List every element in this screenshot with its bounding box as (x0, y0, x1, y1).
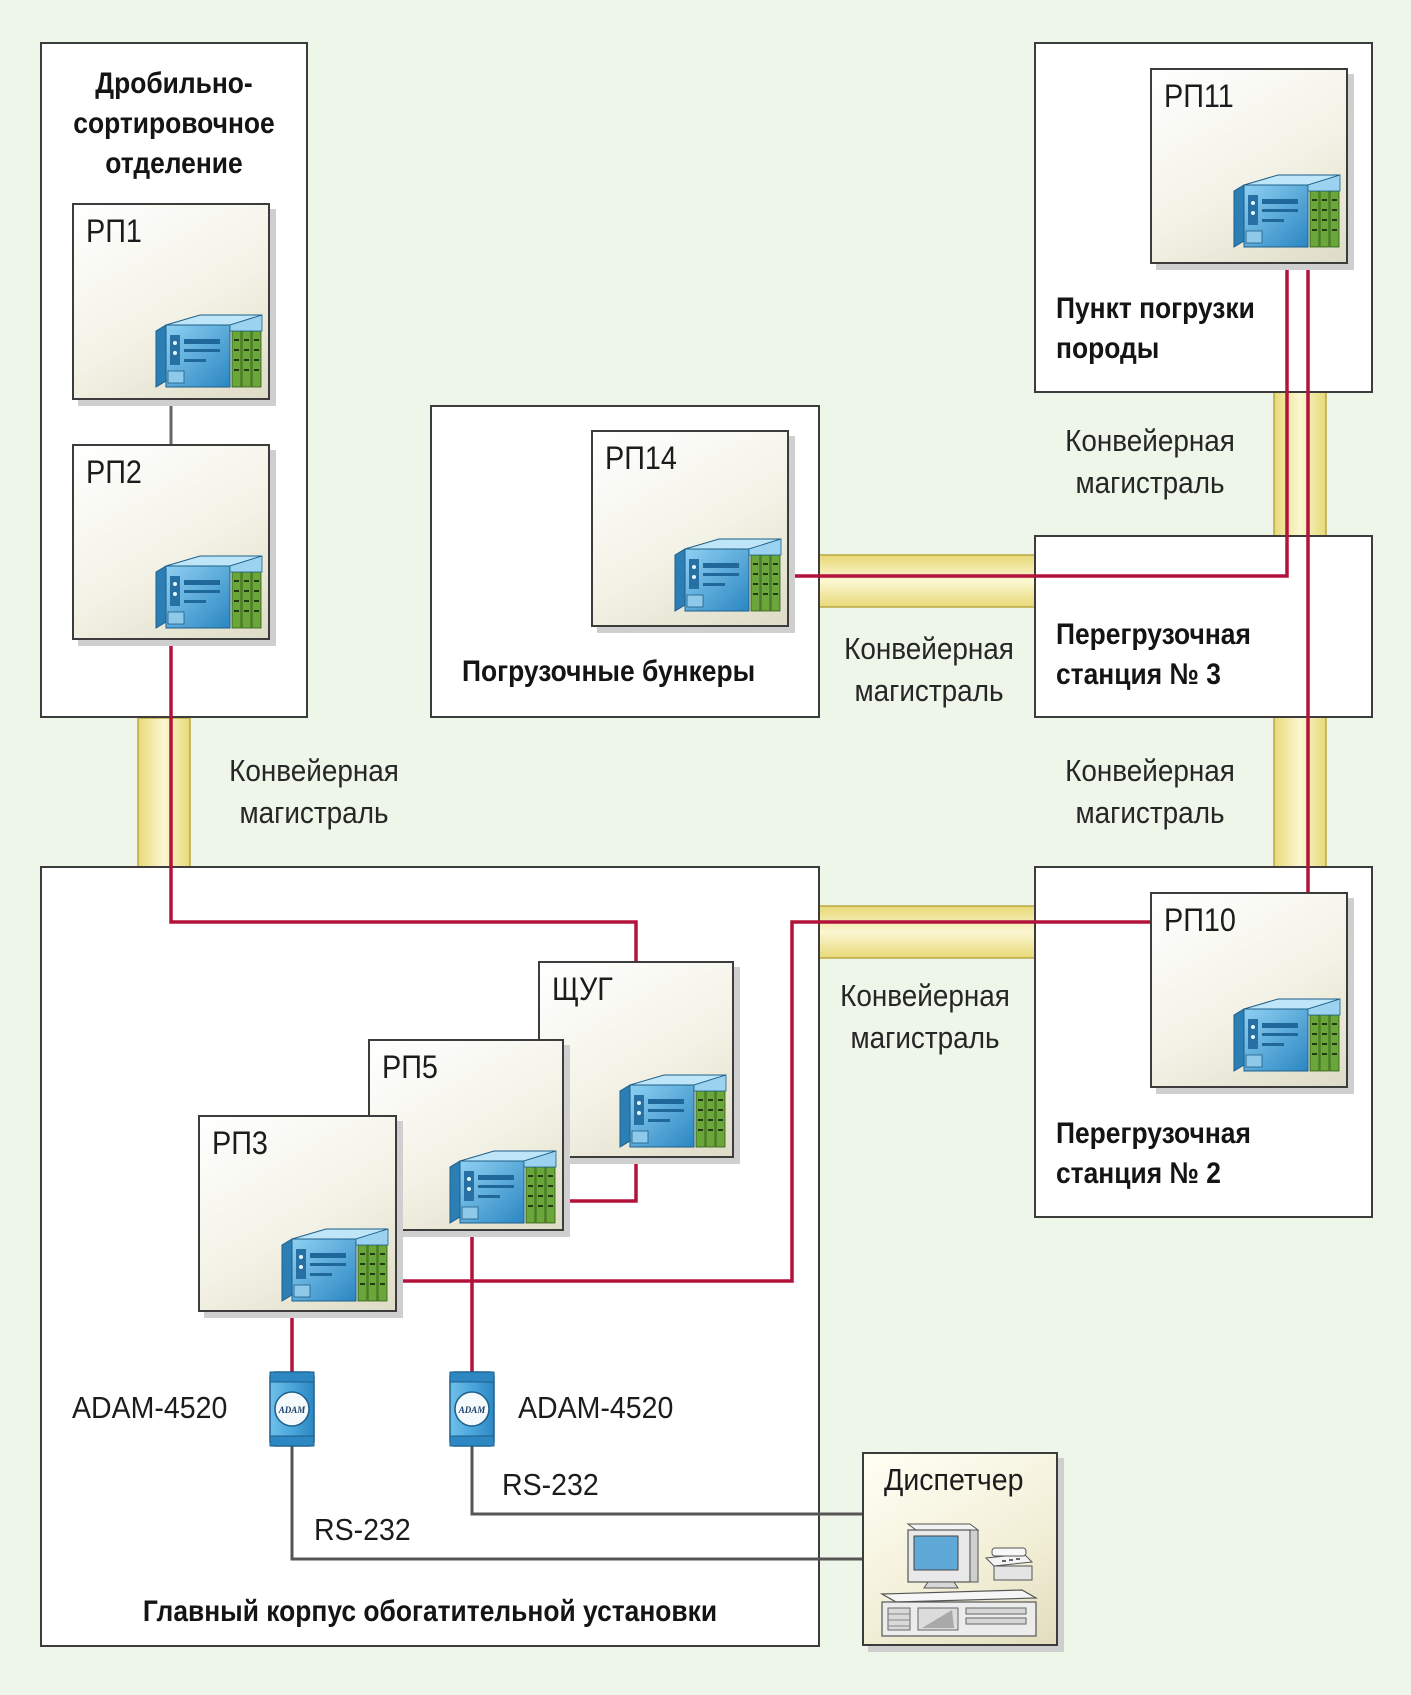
node-rp5-label: РП5 (382, 1049, 438, 1085)
node-rp2-label: РП2 (86, 454, 142, 490)
phone-icon (984, 1547, 1034, 1581)
node-shchug: ЩУГ (538, 961, 734, 1158)
rs232-left-line (290, 1446, 862, 1561)
node-rp14: РП14 (591, 430, 789, 627)
node-rp3-label: РП3 (212, 1125, 268, 1161)
zone-station-3: Перегрузочная станция № 3 (1034, 535, 1373, 718)
link-rp5-shchug (563, 1158, 638, 1203)
adam-converter-left-icon: ADAM (269, 1371, 315, 1447)
zone-loading-point-title: Пункт погрузки породы (1056, 292, 1255, 365)
node-rp11: РП11 (1150, 68, 1348, 264)
node-rp5: РП5 (368, 1039, 564, 1231)
conveyor-label: Конвейерная магистраль (1065, 423, 1235, 500)
node-rp14-label: РП14 (605, 440, 677, 476)
node-rp11-label: РП11 (1164, 78, 1234, 114)
workstation-icon (879, 1523, 1039, 1637)
link-rp3-rp10 (397, 920, 1150, 1283)
conveyor-label: Конвейерная магистраль (229, 753, 399, 830)
plc-device-icon (1233, 174, 1341, 248)
plc-device-icon (619, 1074, 727, 1148)
link-rp2-shchug (169, 640, 638, 961)
adam-left-label: ADAM-4520 (72, 1390, 228, 1425)
plc-device-icon (449, 1150, 557, 1224)
rs232-right-line (470, 1446, 862, 1516)
dispatcher-label: Диспетчер (884, 1462, 1024, 1497)
conveyor-bunkers-station3 (818, 554, 1036, 608)
plc-device-icon (281, 1228, 389, 1302)
node-rp2: РП2 (72, 444, 270, 640)
conveyor-label: Конвейерная магистраль (1065, 753, 1235, 830)
node-rp10: РП10 (1150, 892, 1348, 1088)
rs232-left-label: RS-232 (314, 1512, 411, 1547)
zone-station-2-title: Перегрузочная станция № 2 (1056, 1117, 1251, 1190)
zone-bunkers-title: Погрузочные бункеры (462, 655, 756, 688)
rs232-right-label: RS-232 (502, 1467, 599, 1502)
plc-device-icon (155, 314, 263, 388)
plc-device-icon (155, 555, 263, 629)
zone-main-building-title: Главный корпус обогатительной установки (142, 1595, 718, 1628)
node-shchug-label: ЩУГ (552, 971, 613, 1007)
node-rp3: РП3 (198, 1115, 397, 1312)
zone-crushing-title: Дробильно- сортировочное отделение (73, 67, 275, 180)
dispatcher-box: Диспетчер (862, 1452, 1058, 1646)
adam-right-label: ADAM-4520 (518, 1390, 674, 1425)
adam-logo-text: ADAM (458, 1405, 487, 1415)
node-rp1: РП1 (72, 203, 270, 400)
zone-station-3-title: Перегрузочная станция № 3 (1056, 618, 1251, 691)
node-rp1-label: РП1 (86, 213, 142, 249)
conveyor-crushing-main (137, 717, 191, 868)
plc-device-icon (674, 538, 782, 612)
conveyor-main-station2 (818, 905, 1036, 959)
node-rp10-label: РП10 (1164, 902, 1236, 938)
conveyor-label: Конвейерная магистраль (840, 978, 1010, 1055)
adam-converter-right-icon: ADAM (449, 1371, 495, 1447)
conveyor-label: Конвейерная магистраль (844, 631, 1014, 708)
plc-device-icon (1233, 998, 1341, 1072)
adam-logo-text: ADAM (278, 1405, 307, 1415)
conveyor-loadpoint-station3 (1273, 391, 1327, 537)
conveyor-station3-station2 (1273, 715, 1327, 868)
link-rp14-rp11 (789, 264, 1289, 578)
